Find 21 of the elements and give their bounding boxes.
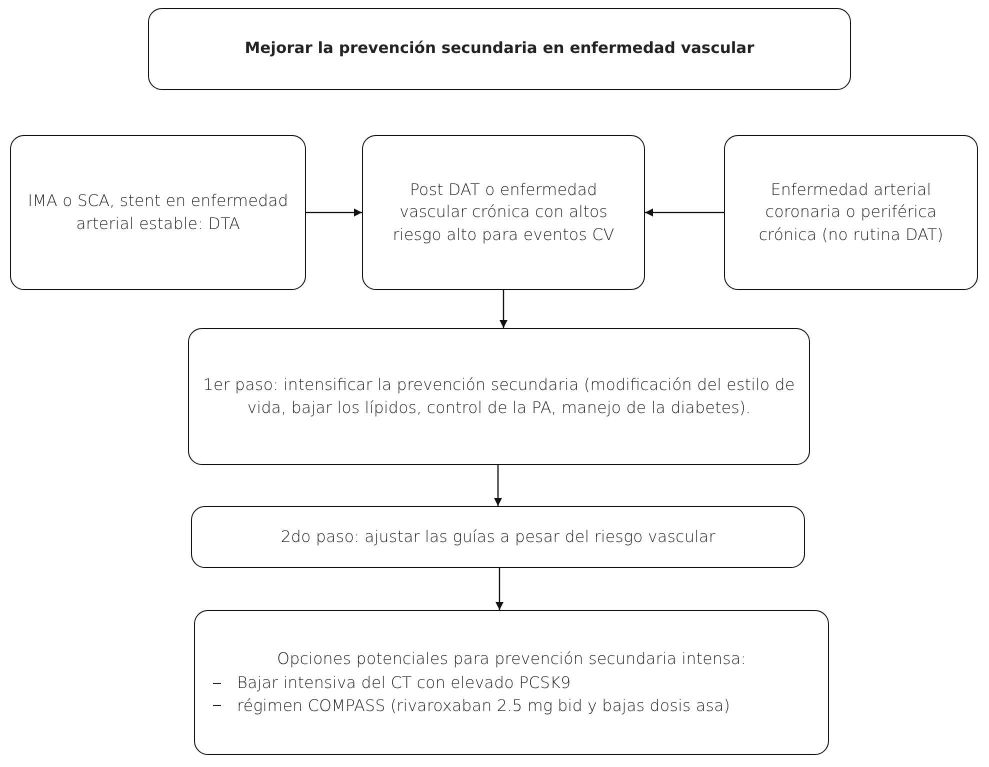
- process-box: [724, 135, 978, 290]
- bullet-text: Bajar intensiva del CT con elevado PCSK9: [237, 672, 571, 694]
- arrow: [306, 208, 362, 216]
- box-heading: Opciones potenciales para prevención secundaria intensa:: [276, 648, 746, 670]
- box-text: Enfermedad arterial coronaria o periférica crónica (no rutina DAT): [758, 178, 944, 246]
- box-text: 2do paso: ajustar las guías a pesar del riesgo vascular: [280, 526, 716, 548]
- process-box: [191, 506, 805, 568]
- process-box: [194, 610, 829, 755]
- box-text: 1er paso: intensificar la prevención secundaria (modificación del estilo de vida, bajar los lípidos, control de la PA, manejo de la diabetes).: [203, 374, 795, 418]
- arrow: [500, 290, 508, 328]
- process-box: [10, 135, 306, 290]
- title-text: Mejorar la prevención secundaria en enfermedad vascular: [244, 38, 754, 60]
- arrow: [645, 208, 724, 216]
- title-box: [148, 8, 851, 90]
- box-text: Post DAT o enfermedad vascular crónica con altos riesgo alto para eventos CV: [392, 178, 616, 246]
- process-box: [362, 135, 645, 290]
- process-box: [188, 328, 810, 465]
- bullet-text: régimen COMPASS (rivaroxaban 2.5 mg bid y bajas dosis asa): [237, 694, 730, 717]
- arrow: [494, 465, 502, 506]
- arrow: [496, 568, 504, 610]
- box-text: IMA o SCA, stent en enfermedad arterial estable: DTA: [26, 190, 290, 234]
